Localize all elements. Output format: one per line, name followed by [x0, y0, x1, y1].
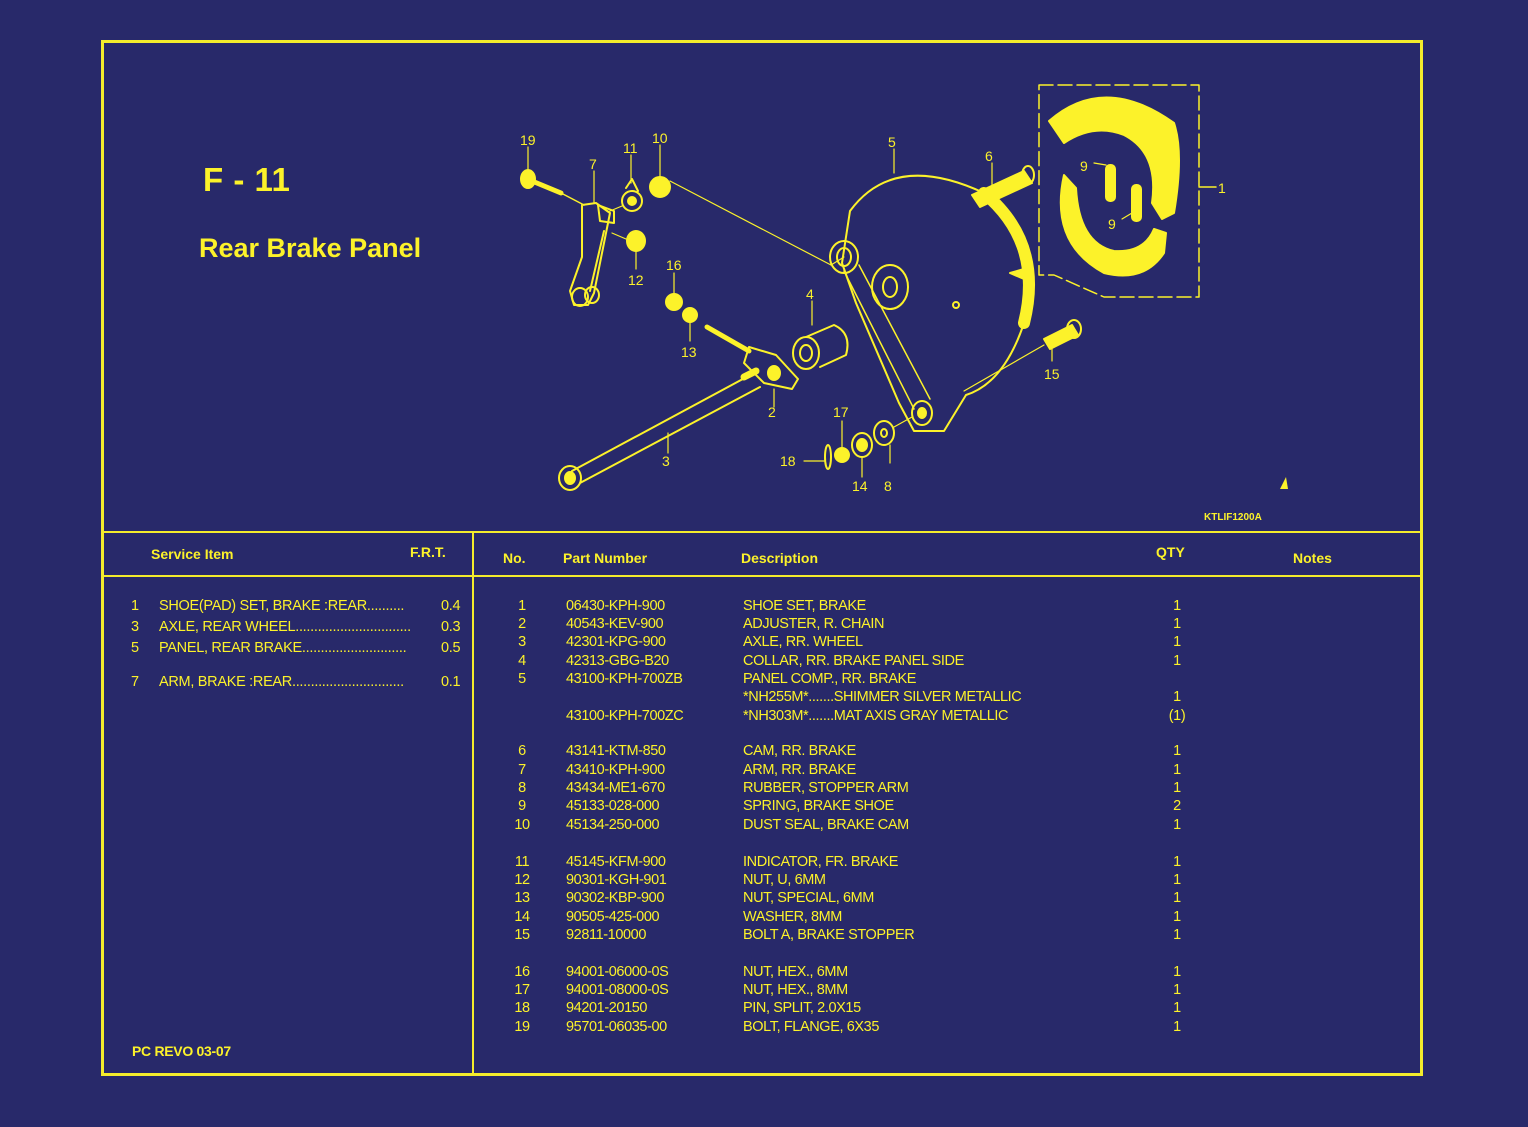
exploded-parts-diagram: 1 2 3 4 5 6 7 8 9 9 10 11 12 13 14 15 16… [520, 84, 1288, 494]
axle-icon [558, 367, 761, 491]
svg-text:8: 8 [884, 478, 892, 494]
svg-text:9: 9 [1108, 216, 1116, 232]
stopper-rubber-icon [873, 416, 913, 446]
svg-text:10: 10 [652, 130, 668, 146]
special-nut-icon [682, 307, 698, 323]
pointer-mark-icon [1280, 477, 1288, 489]
brake-arm-icon [569, 202, 615, 307]
svg-text:2: 2 [768, 404, 776, 420]
notes-header: Notes [1293, 550, 1332, 566]
svg-text:9: 9 [1080, 158, 1088, 174]
svg-text:1: 1 [1218, 180, 1226, 196]
svg-text:6: 6 [985, 148, 993, 164]
service-row: 3 AXLE, REAR WHEEL......................… [131, 619, 461, 635]
dust-seal-icon [649, 176, 832, 266]
service-row: 5 PANEL, REAR BRAKE.....................… [131, 640, 461, 656]
description-header: Description [741, 550, 819, 566]
svg-text:11: 11 [623, 140, 638, 156]
part-number-header: Part Number [563, 550, 648, 566]
collar-icon [792, 324, 849, 370]
diagram-code: KTLIF1200A [1204, 512, 1262, 523]
svg-text:7: 7 [589, 156, 597, 172]
parts-sheet-frame: F - 11 Rear Brake Panel [101, 40, 1423, 1076]
part-row: 43100-KPH-700ZC*NH303M*.......MAT AXIS G… [566, 708, 1186, 724]
service-row: 7 ARM, BRAKE :REAR......................… [131, 674, 461, 690]
model-footer: PC REVO 03-07 [132, 1043, 231, 1059]
svg-text:19: 19 [520, 132, 536, 148]
svg-text:15: 15 [1044, 366, 1060, 382]
leader-lines [527, 144, 1133, 478]
svg-text:4: 4 [806, 286, 814, 302]
brake-shoe-set-icon [1038, 84, 1217, 298]
svg-text:18: 18 [780, 453, 796, 469]
svg-text:17: 17 [833, 404, 849, 420]
divider [104, 531, 1420, 533]
qty-header: QTY [1156, 544, 1185, 560]
stopper-bolt-icon [963, 319, 1082, 392]
split-pin-icon [803, 444, 832, 470]
no-header: No. [503, 550, 526, 566]
section-title: Rear Brake Panel [199, 233, 422, 263]
svg-text:13: 13 [681, 344, 697, 360]
section-code: F - 11 [203, 161, 291, 198]
divider [104, 575, 1420, 577]
brake-cam-icon [971, 165, 1035, 208]
service-row: 1 SHOE(PAD) SET, BRAKE :REAR.......... 0… [131, 598, 461, 614]
bolt-flange-icon [520, 169, 585, 206]
indicator-icon [609, 178, 643, 212]
svg-text:16: 16 [666, 257, 682, 273]
hex-nut-6mm-icon [665, 293, 683, 311]
svg-text:3: 3 [662, 453, 670, 469]
nut-u-icon [611, 230, 646, 252]
svg-text:12: 12 [628, 272, 644, 288]
hex-nut-8mm-icon [834, 447, 850, 463]
brake-panel-icon [829, 174, 1035, 432]
divider [472, 531, 474, 1073]
washer-icon [851, 432, 873, 458]
service-item-header: Service Item [151, 546, 234, 562]
frt-header: F.R.T. [410, 544, 446, 560]
callout-labels: 1 2 3 4 5 6 7 8 9 9 10 11 12 13 14 15 16… [520, 130, 1226, 494]
svg-text:14: 14 [852, 478, 868, 494]
chain-adjuster-icon [704, 324, 799, 390]
svg-text:5: 5 [888, 134, 896, 150]
